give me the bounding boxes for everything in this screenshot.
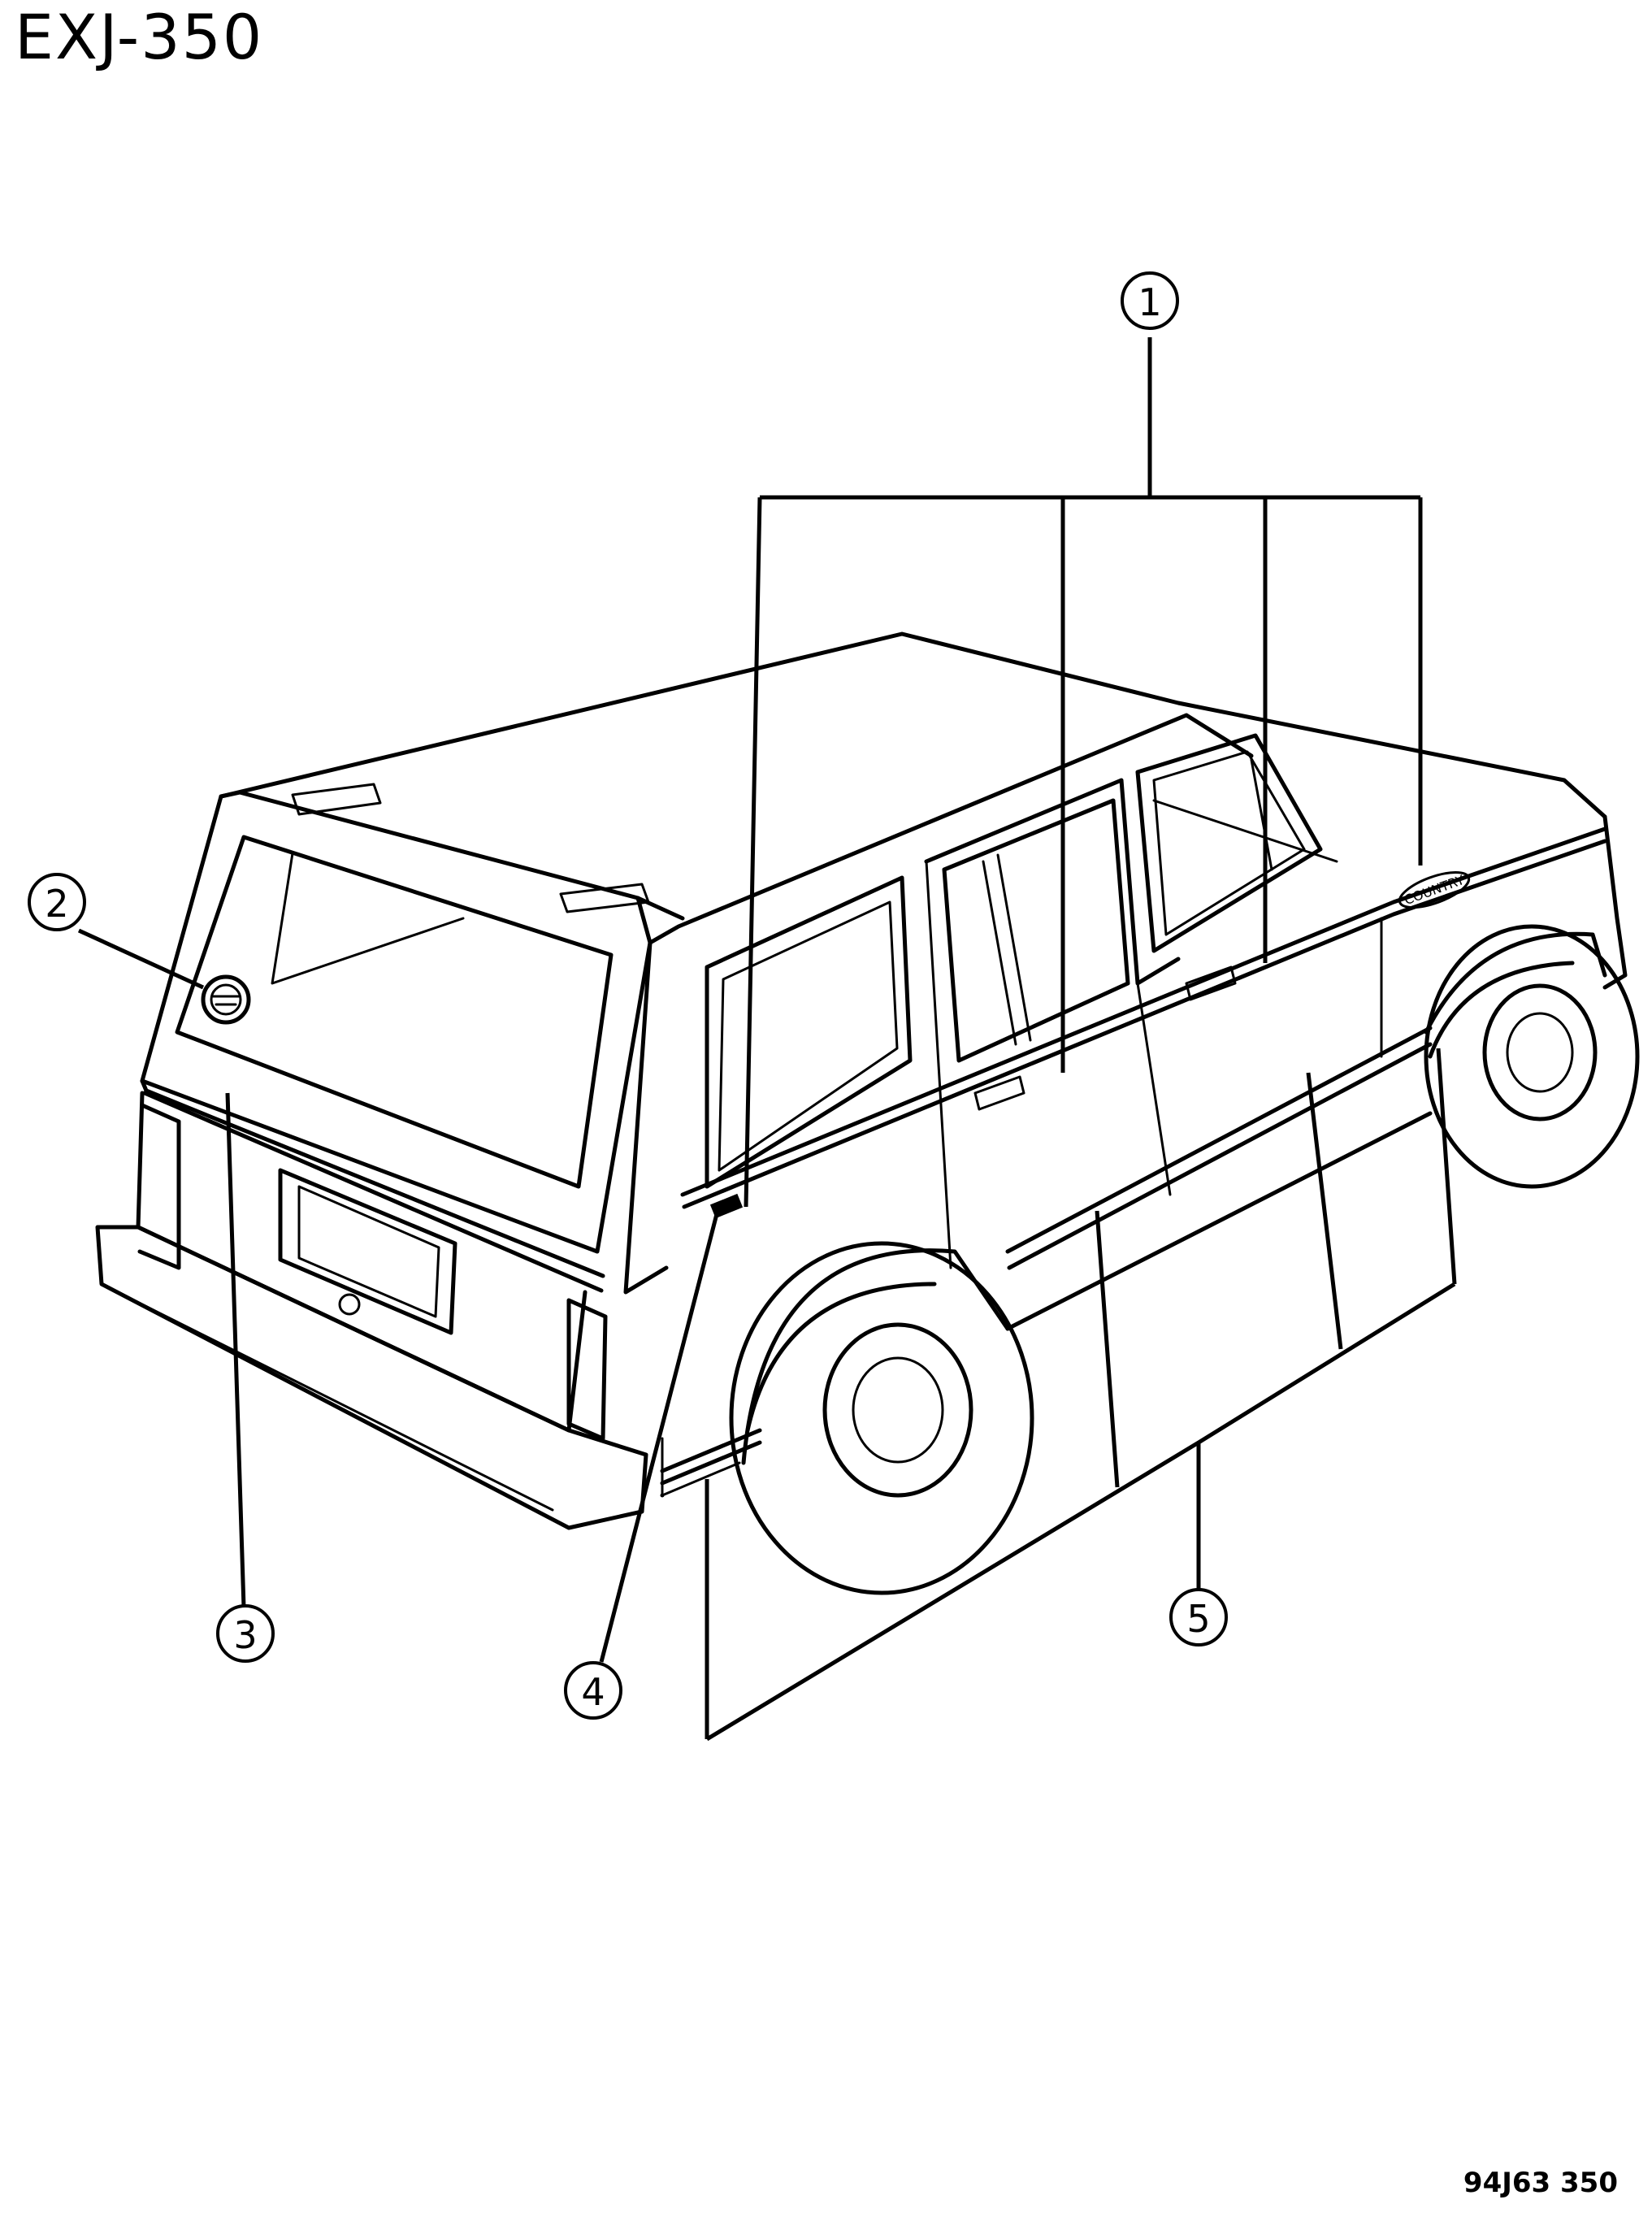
rear-stripe bbox=[140, 1078, 605, 1278]
callout-2: 2 bbox=[28, 873, 86, 931]
front-fender-flare bbox=[1424, 931, 1607, 1035]
callout-3: 3 bbox=[216, 1604, 275, 1663]
leader-5 bbox=[705, 1048, 1457, 1742]
front-wheel bbox=[1424, 924, 1640, 1189]
liftgate-frame bbox=[140, 794, 653, 1254]
tail-light-right bbox=[566, 1298, 608, 1441]
d-pillar bbox=[648, 713, 1254, 945]
callout-1: 1 bbox=[1121, 271, 1179, 330]
rear-door bbox=[924, 778, 1181, 986]
leader-3 bbox=[225, 1092, 246, 1608]
rear-door-handle bbox=[973, 1075, 1025, 1111]
rocker-stripe bbox=[660, 1428, 762, 1473]
callout-5-number: 5 bbox=[1186, 1597, 1210, 1641]
tail-light-left bbox=[137, 1103, 181, 1270]
rear-quarter-window bbox=[705, 875, 913, 1189]
front-door-window bbox=[1135, 733, 1323, 953]
rear-wheel bbox=[729, 1241, 1034, 1595]
callout-3-number: 3 bbox=[233, 1613, 257, 1657]
callout-4: 4 bbox=[564, 1661, 622, 1720]
rear-door-window bbox=[942, 798, 1130, 1063]
figure-reference-code: 94J63 350 bbox=[1463, 2167, 1618, 2199]
roof-outline bbox=[219, 631, 1607, 819]
side-lower-stripe bbox=[1005, 1026, 1433, 1254]
license-plate bbox=[297, 1185, 440, 1318]
callout-5: 5 bbox=[1169, 1588, 1228, 1646]
rear-bumper bbox=[95, 1225, 648, 1530]
rear-lower-body bbox=[136, 1091, 588, 1433]
callout-2-number: 2 bbox=[45, 882, 68, 926]
front-bumper bbox=[1602, 814, 1628, 990]
side-belt-stripe bbox=[680, 826, 1607, 1197]
rear-quarter bbox=[623, 940, 669, 1295]
liftgate-lock bbox=[338, 1293, 361, 1316]
liftgate-emblem bbox=[201, 974, 251, 1025]
roof-rail-front bbox=[559, 883, 650, 913]
leader-2 bbox=[77, 928, 205, 990]
body-sill bbox=[1005, 1111, 1433, 1331]
roof-rear-edge bbox=[219, 790, 685, 921]
callout-1-number: 1 bbox=[1138, 280, 1161, 324]
page-code: EXJ-350 bbox=[15, 1, 264, 73]
rear-window bbox=[175, 835, 614, 1189]
callout-4-number: 4 bbox=[581, 1670, 605, 1714]
leader-lines bbox=[77, 337, 1457, 1742]
rear-window-reflection bbox=[271, 852, 465, 985]
vehicle-illustration: COUNTRY bbox=[95, 631, 1640, 1595]
license-plate-recess bbox=[278, 1168, 457, 1335]
roof-rail-rear bbox=[291, 783, 382, 816]
country-badge: COUNTRY bbox=[1398, 870, 1471, 909]
front-door-handle bbox=[1185, 965, 1237, 1001]
leader-1 bbox=[744, 337, 1423, 1208]
leader-4 bbox=[599, 1210, 720, 1663]
